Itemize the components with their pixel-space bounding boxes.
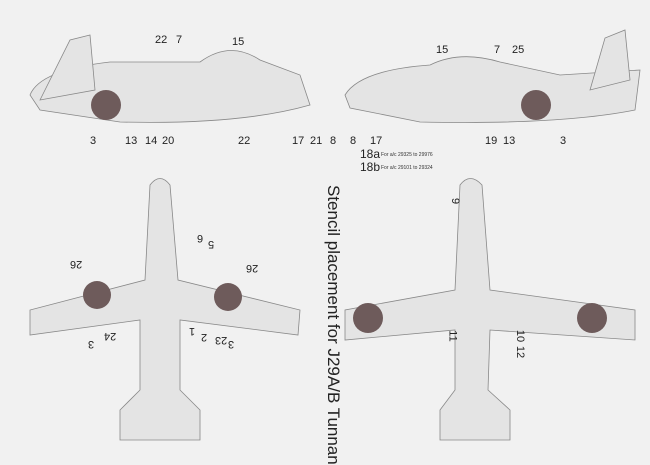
- label: 8: [350, 135, 357, 147]
- label: 10: [514, 329, 527, 343]
- variant-id: 18a: [360, 147, 381, 161]
- label: 26: [246, 262, 259, 274]
- label: 15: [436, 44, 449, 56]
- label: 2: [201, 331, 208, 343]
- label: 7: [494, 44, 501, 56]
- label: 11: [446, 330, 459, 342]
- label: 14: [145, 135, 158, 147]
- label: 25: [512, 44, 525, 56]
- label: 20: [162, 135, 175, 147]
- label: 3: [228, 338, 235, 350]
- label: 13: [503, 135, 516, 147]
- label: 1: [189, 325, 196, 337]
- label: 17: [292, 135, 305, 147]
- label: 3: [88, 338, 95, 350]
- label: 7: [176, 34, 183, 46]
- label: 12: [514, 345, 527, 359]
- label: 24: [104, 330, 117, 342]
- label: 22: [155, 34, 168, 46]
- label: 13: [125, 135, 138, 147]
- page-title: Stencil placement for J29A/B Tunnan: [324, 185, 343, 465]
- label: 17: [370, 135, 383, 147]
- label: 6: [197, 232, 204, 244]
- label: 26: [70, 258, 83, 270]
- label: 22: [238, 135, 251, 147]
- label: 3: [560, 135, 567, 147]
- label: 5: [208, 238, 215, 250]
- label: 15: [232, 36, 245, 48]
- label: 21: [310, 135, 323, 147]
- top-view-aircraft: [29, 178, 301, 441]
- label: 3: [90, 135, 97, 147]
- roundels: [83, 90, 607, 333]
- label: 19: [485, 135, 498, 147]
- bottom-view-aircraft: [344, 178, 636, 441]
- variant-note: For a/c 29101 to 29324: [381, 165, 433, 171]
- label: 9: [449, 197, 462, 205]
- label: 8: [330, 135, 337, 147]
- variant-note: For a/c 29325 to 29976: [381, 152, 433, 158]
- side-view-right: [344, 56, 641, 123]
- label: 23: [215, 334, 228, 346]
- variant-id: 18b: [360, 160, 381, 174]
